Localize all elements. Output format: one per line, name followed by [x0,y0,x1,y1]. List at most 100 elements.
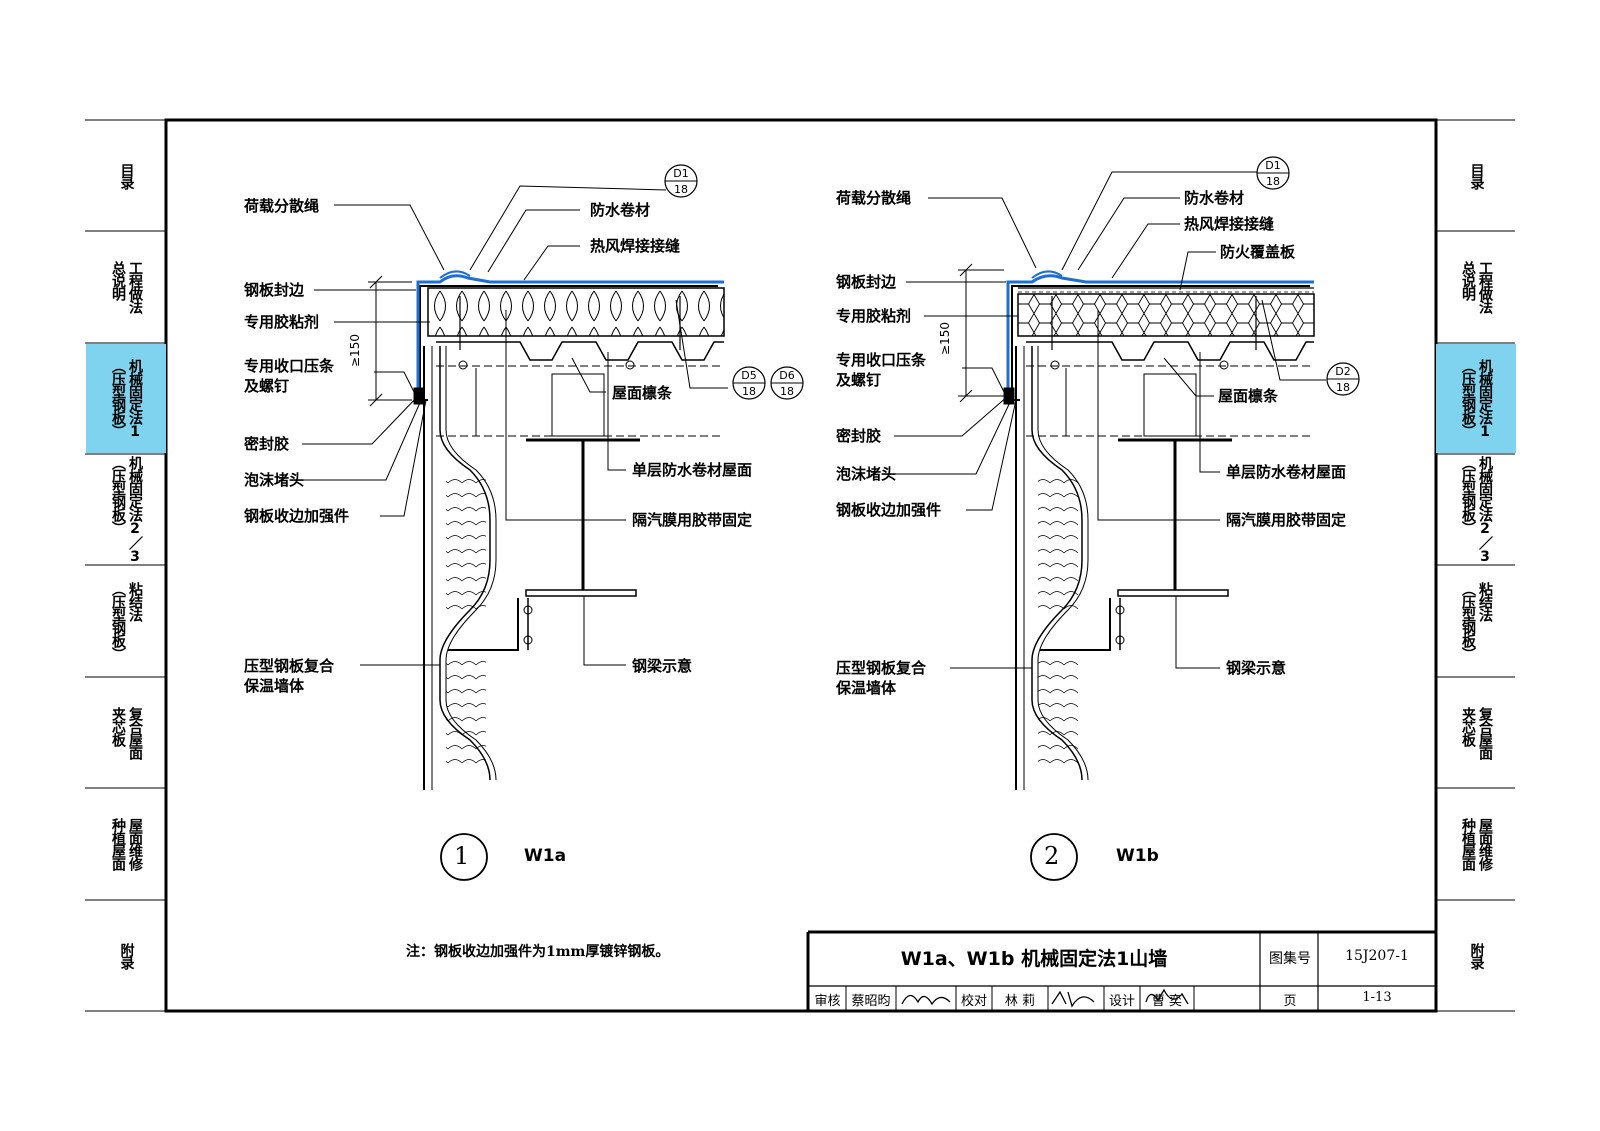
sidebar-tab-label: 屋面维修 [1477,818,1493,870]
sidebar-tab-label: （压型钢板） [110,582,126,660]
sidebar-tab-5[interactable]: 粘结法（压型钢板） [1436,566,1516,676]
ref-bubble-bottom: 18 [674,183,688,196]
ref-bubble-bottom: 18 [742,385,756,398]
sidebar-tab-7[interactable]: 屋面维修种植屋面 [86,789,166,899]
detail-2-leaders [894,171,1326,669]
atlas-number-label: 图集号 [1269,951,1311,967]
drawing-note: 注：钢板收边加强件为1mm厚镀锌钢板。 [406,944,670,960]
sidebar-tab-label: 粘结法 [127,582,143,621]
ref-bubble-top: D6 [779,369,794,382]
right-sidebar-dividers [1436,230,1515,901]
sidebar-tab-label: 粘结法 [1477,582,1493,621]
label-purlin: 屋面檩条 [612,384,673,402]
sidebar-tab-label: 附录 [1468,942,1485,969]
sidebar-tab-2[interactable]: 工程做法总说明 [86,232,166,342]
label-waterproof-membrane: 防水卷材 [1184,189,1245,207]
sidebar-tab-7[interactable]: 屋面维修种植屋面 [1436,789,1516,899]
label-foam-plug: 泡沫堵头 [836,465,897,483]
sidebar-tab-label: 总说明 [110,261,126,300]
sidebar-tab-label: （压型钢板） [1460,455,1476,534]
label-reinforcement: 钢板收边加强件 [836,501,942,519]
check-label: 校对 [960,994,987,1009]
sidebar-tab-label: 目录 [118,162,135,189]
label-purlin: 屋面檩条 [1218,387,1279,405]
sidebar-tab-8[interactable]: 附录 [1436,901,1516,1010]
label-hot-air-weld: 热风焊接接缝 [590,237,681,255]
sidebar-tab-1[interactable]: 目录 [86,121,166,230]
label-vapor-barrier: 隔汽膜用胶带固定 [1226,511,1347,529]
label-foam-plug: 泡沫堵头 [244,471,305,489]
detail-number-circles [440,833,1078,881]
atlas-number: 15J207-1 [1345,948,1409,964]
sheet-title: W1a、W1b 机械固定法1山墙 [900,948,1168,970]
page-number: 1-13 [1362,990,1392,1005]
sidebar-tab-label: 总说明 [1460,261,1476,300]
sidebar-tab-6[interactable]: 复合屋面夹芯板 [86,678,166,787]
review-label: 审核 [814,994,841,1009]
sidebar-tab-label: 复合屋面 [127,706,143,759]
label-reinforcement: 钢板收边加强件 [244,507,350,525]
checker-name: 林 莉 [1004,994,1036,1009]
sidebar-tab-4[interactable]: 机械固定法2／3（压型钢板） [1436,455,1516,564]
ref-bubble-top: D1 [673,167,688,180]
sidebar-tab-3[interactable]: 机械固定法1（压型钢板） [1436,344,1516,453]
sidebar-tab-5[interactable]: 粘结法（压型钢板） [86,566,166,676]
label-load-rope: 荷载分散绳 [836,189,912,207]
label-termination-strip: 专用收口压条 及螺钉 [836,351,927,389]
reviewer-name: 蔡昭昀 [851,994,891,1009]
detail-1-leaders [302,185,728,666]
sidebar-tab-label: 工程做法 [1477,261,1493,313]
sidebar-tab-label: 夹芯板 [110,706,126,746]
sidebar-tab-label: 目录 [1468,162,1485,189]
sidebar-tab-label: 机械固定法1 [127,358,143,439]
label-adhesive: 专用胶粘剂 [244,313,320,331]
label-waterproof-membrane: 防水卷材 [590,201,651,219]
detail-2-drawing [958,263,1315,790]
detail-2-number: 2 [1044,842,1060,870]
sidebar-tab-label: 夹芯板 [1460,706,1476,746]
sidebar-tab-2[interactable]: 工程做法总说明 [1436,232,1516,342]
sheet-frame [85,118,1515,1013]
label-steel-edge: 钢板封边 [244,281,305,299]
sidebar-tab-label: 附录 [118,942,135,969]
sidebar-tab-3[interactable]: 机械固定法1（压型钢板） [86,344,166,453]
signature-marks [901,988,1189,1008]
reviewer-signature [901,994,951,1006]
sidebar-tab-8[interactable]: 附录 [86,901,166,1010]
sidebar-tab-6[interactable]: 复合屋面夹芯板 [1436,678,1516,787]
sidebar-tab-1[interactable]: 目录 [1436,121,1516,230]
left-sidebar-dividers [85,230,166,901]
ref-bubble-top: D5 [741,369,756,382]
ref-bubble-top: D2 [1335,365,1350,378]
sidebar-tab-label: （压型钢板） [110,455,126,534]
label-steel-beam: 钢梁示意 [1226,659,1287,677]
label-steel-edge: 钢板封边 [836,273,897,291]
label-vapor-barrier: 隔汽膜用胶带固定 [632,511,753,529]
design-label: 设计 [1108,994,1135,1009]
label-sealant: 密封胶 [244,435,290,453]
label-fire-cover-board: 防火覆盖板 [1220,243,1296,261]
label-wall-panel: 压型钢板复合 保温墙体 [836,659,927,697]
label-adhesive: 专用胶粘剂 [836,307,912,325]
sidebar-tab-label: 机械固定法1 [1477,358,1493,439]
label-load-rope: 荷载分散绳 [244,197,320,215]
sidebar-tab-label: （压型钢板） [1460,358,1476,437]
ref-bubble-top: D1 [1265,159,1280,172]
detail-1-code: W1a [524,846,567,866]
page-label: 页 [1283,994,1297,1009]
ref-bubble-bottom: 18 [1266,175,1280,188]
sidebar-tab-4[interactable]: 机械固定法2／3（压型钢板） [86,455,166,564]
sidebar-tab-label: 种植屋面 [110,818,126,870]
dimension-2: ≥150 [938,322,952,355]
sidebar-tab-label: 种植屋面 [1460,818,1476,870]
label-wall-panel: 压型钢板复合 保温墙体 [244,657,335,695]
